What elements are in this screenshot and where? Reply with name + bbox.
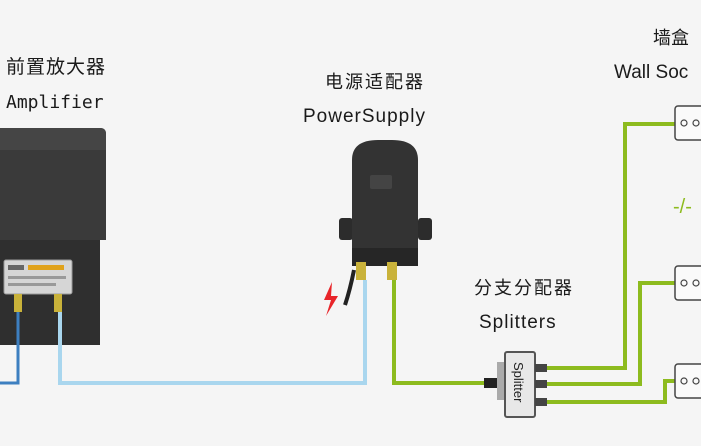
wall-socket-label-cn: 墙盒 [653,28,689,49]
coax-cable-amp-left [0,312,20,385]
wall-socket-1 [674,105,701,141]
power-supply-device [339,140,432,306]
splitter-device: Splitter [484,351,547,418]
lightning-icon [324,282,338,316]
wall-socket-label-en: Wall Soc [614,62,689,83]
coax-cable-to-socket-3 [547,379,675,404]
wall-socket-3 [674,363,701,399]
power-supply-label-en: PowerSupply [303,106,426,127]
splitter-label-cn: 分支分配器 [474,278,574,299]
splitter-device-label: Splitter [511,362,526,403]
amplifier-label-cn: 前置放大器 [6,56,107,78]
coax-cable-to-socket-1 [547,122,675,370]
coax-cable-to-socket-2 [547,281,675,386]
amplifier-device [0,128,106,345]
socket-separator: -/- [673,196,692,218]
splitter-label-en: Splitters [479,312,557,333]
coax-cable-amp-to-ps [58,280,367,385]
power-supply-label-cn: 电源适配器 [325,72,425,93]
wall-socket-2 [674,265,701,301]
coax-cable-ps-to-splitter [392,280,490,385]
amplifier-label-en: Amplifier [6,92,104,113]
